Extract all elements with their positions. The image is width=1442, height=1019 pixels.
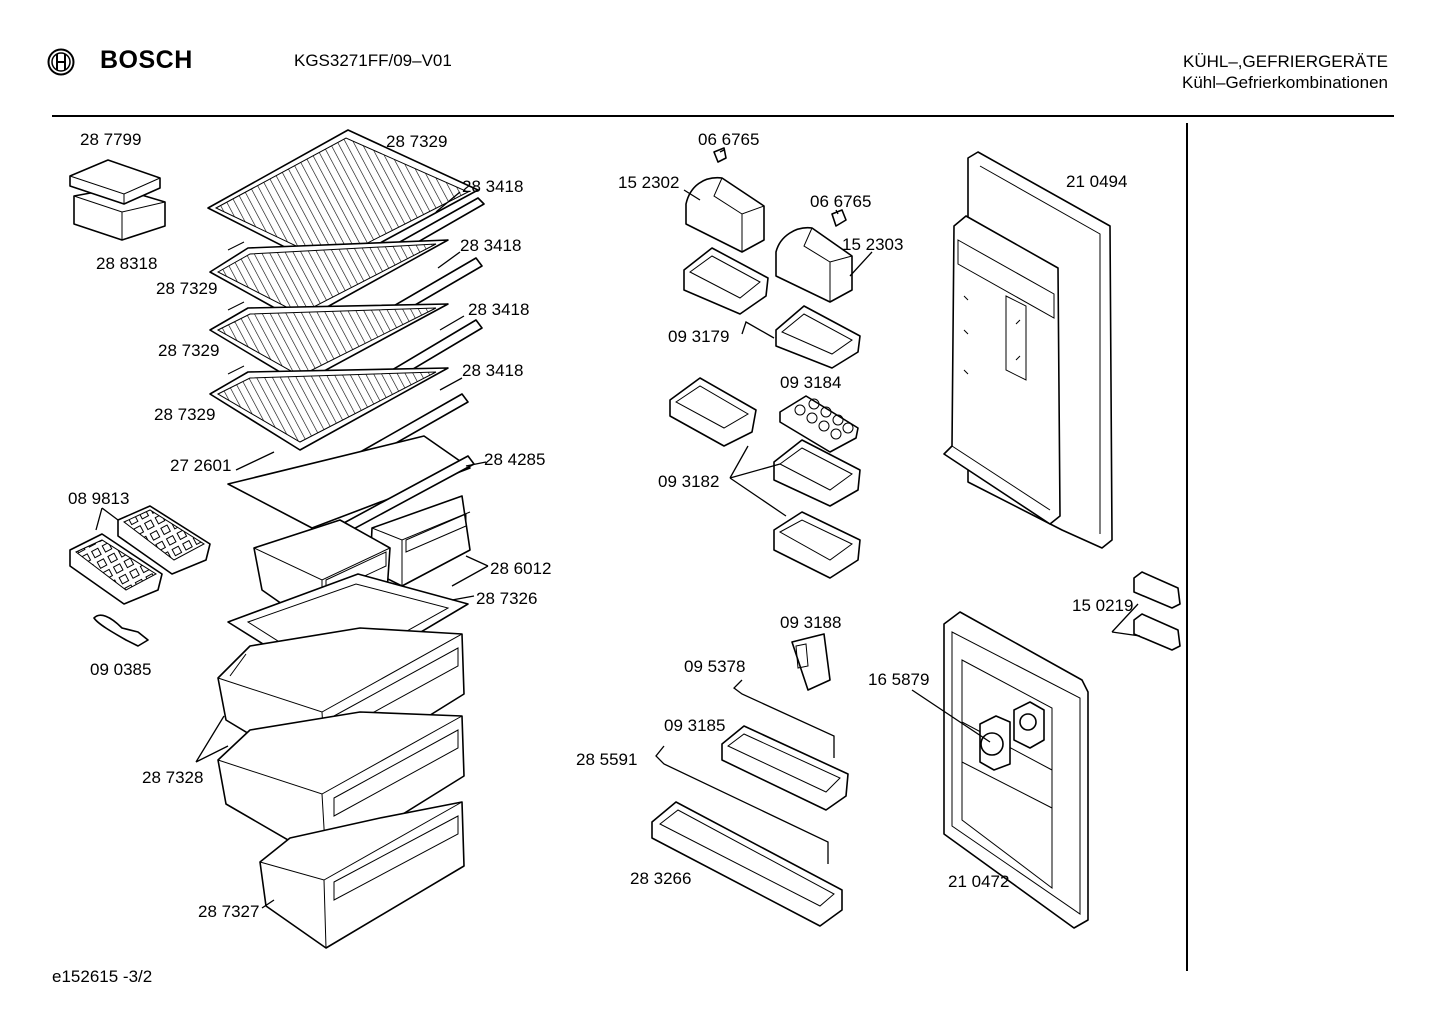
door-shelf-large [651, 801, 843, 927]
part-label: 16 5879 [868, 670, 929, 689]
door-hinge-bottom [1133, 613, 1181, 651]
part-label: 28 7329 [156, 279, 217, 298]
part-label: 28 3418 [460, 236, 521, 255]
glass-shelf-4 [209, 365, 449, 451]
part-label: 09 3182 [658, 472, 719, 491]
bottle-rack-wire-1 [733, 679, 835, 758]
clip-part-1 [713, 147, 727, 163]
glass-plate [227, 435, 471, 529]
part-label: 28 7326 [476, 589, 537, 608]
part-label: 28 3418 [462, 177, 523, 196]
part-label: 28 7328 [142, 768, 203, 787]
egg-tray [779, 395, 859, 453]
part-label: 28 6012 [490, 559, 551, 578]
cover-part [791, 633, 831, 691]
part-label: 21 0472 [948, 872, 1009, 891]
compartment-box-right [775, 305, 861, 369]
compartment-lid-left [685, 177, 765, 253]
drawing-code: e152615 -3/2 [52, 967, 153, 986]
part-label: 15 2303 [842, 235, 903, 254]
compartment-lid-right [775, 227, 853, 303]
compartment-box-left [683, 247, 769, 315]
bottle-rack-wire-2 [655, 745, 829, 864]
part-label: 28 7329 [386, 132, 447, 151]
freezer-door [943, 611, 1089, 929]
part-label: 28 7327 [198, 902, 259, 921]
part-label: 06 6765 [810, 192, 871, 211]
part-label: 28 7799 [80, 130, 141, 149]
butter-box [69, 159, 166, 241]
crisper-drawer-3 [259, 801, 465, 949]
door-hinge-top [1133, 571, 1181, 609]
bosch-logo-icon [47, 48, 75, 76]
part-label: 28 3266 [630, 869, 691, 888]
door-shelf-medium [721, 725, 849, 811]
part-label: 15 2302 [618, 173, 679, 192]
part-label: 09 3185 [664, 716, 725, 735]
part-labels: 28 7799 28 7329 28 3418 28 8318 28 7329 … [68, 130, 1133, 921]
part-label: 28 7329 [158, 341, 219, 360]
category-subtitle: Kühl–Gefrierkombinationen [1181, 73, 1388, 92]
part-label: 09 3188 [780, 613, 841, 632]
part-label: 28 3418 [468, 300, 529, 319]
glass-shelf-3 [209, 301, 449, 385]
fridge-door [943, 151, 1113, 549]
part-label: 15 0219 [1072, 596, 1133, 615]
part-label: 28 3418 [462, 361, 523, 380]
right-margin-rule [1186, 123, 1188, 971]
part-label: 09 0385 [90, 660, 151, 679]
part-label: 28 7329 [154, 405, 215, 424]
part-label: 27 2601 [170, 456, 231, 475]
glass-shelf-2 [209, 239, 449, 323]
brand-name: BOSCH [100, 46, 193, 74]
part-label: 09 5378 [684, 657, 745, 676]
part-label: 06 6765 [698, 130, 759, 149]
leader-lines [95, 149, 1141, 909]
part-label: 09 3179 [668, 327, 729, 346]
part-label: 21 0494 [1066, 172, 1127, 191]
part-label: 28 5591 [576, 750, 637, 769]
ice-tray-2 [69, 533, 163, 605]
door-bin-small-3 [773, 511, 861, 579]
door-bin-small-2 [773, 439, 861, 507]
part-label: 28 8318 [96, 254, 157, 273]
part-label: 28 4285 [484, 450, 545, 469]
part-label: 08 9813 [68, 489, 129, 508]
part-label: 09 3184 [780, 373, 841, 392]
clip-part-2 [831, 209, 847, 227]
ice-tray-1 [117, 505, 211, 575]
model-number: KGS3271FF/09–V01 [294, 51, 452, 70]
header-rule [52, 115, 1394, 117]
ice-scraper [93, 614, 149, 647]
door-bin-small-1 [669, 377, 757, 447]
category-title: KÜHL–,GEFRIERGERÄTE [1183, 52, 1388, 71]
